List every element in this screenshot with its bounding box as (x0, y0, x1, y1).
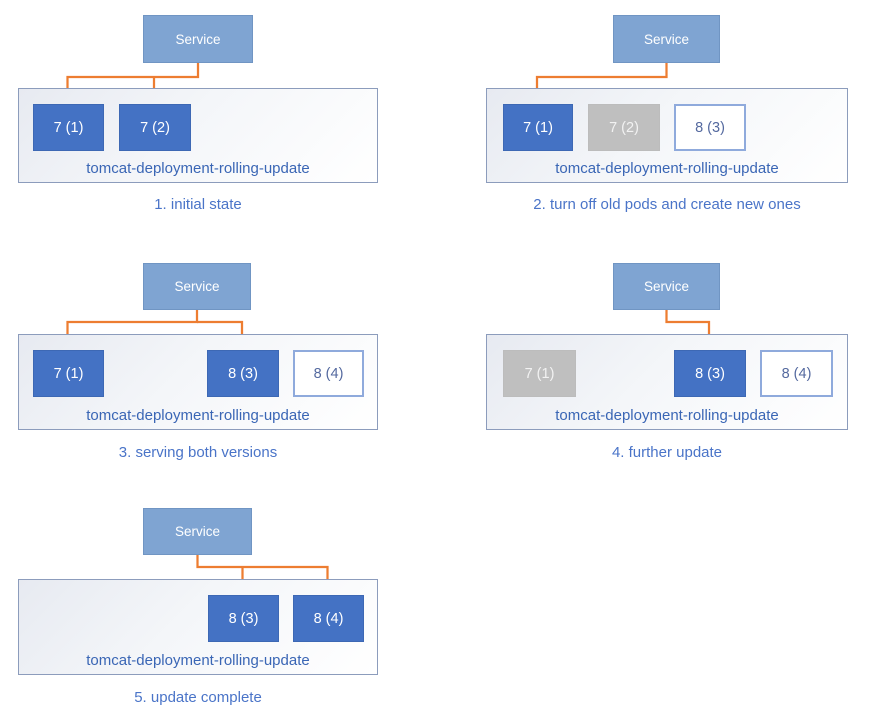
pod-label: 8 (3) (228, 365, 258, 382)
deployment-box: 8 (3) 8 (4) tomcat-deployment-rolling-up… (18, 579, 378, 675)
pod-label: 7 (2) (140, 119, 170, 136)
pod-8-3: 8 (3) (207, 350, 279, 397)
pod-label: 8 (3) (695, 119, 725, 136)
service-box: Service (613, 15, 720, 63)
panel-further-update: Service 7 (1) 8 (3) 8 (4) tomcat-deploym… (435, 240, 870, 465)
pod-label: 7 (1) (53, 365, 84, 382)
pod-label: 8 (3) (695, 365, 725, 382)
panel-caption: 5. update complete (134, 689, 262, 706)
pod-label: 8 (4) (313, 365, 344, 382)
deployment-box: 7 (1) 8 (3) 8 (4) tomcat-deployment-roll… (18, 334, 378, 430)
panel-caption: 1. initial state (154, 196, 242, 213)
service-box: Service (143, 15, 253, 63)
panel-initial-state: Service 7 (1) 7 (2) tomcat-deployment-ro… (0, 0, 435, 230)
pod-label: 8 (4) (781, 365, 812, 382)
pod-label: 7 (1) (53, 119, 84, 136)
pod-8-3: 8 (3) (674, 104, 746, 151)
panel-caption: 4. further update (611, 444, 723, 461)
pod-8-4: 8 (4) (293, 350, 364, 397)
pod-label: 8 (4) (313, 610, 344, 627)
deployment-label: tomcat-deployment-rolling-update (86, 652, 310, 669)
panel-caption: 2. turn off old pods and create new ones (533, 196, 801, 213)
pod-label: 7 (1) (523, 119, 553, 136)
pod-8-3: 8 (3) (674, 350, 746, 397)
service-box: Service (143, 263, 251, 310)
panel-serving-both-versions: Service 7 (1) 8 (3) 8 (4) tomcat-deploym… (0, 240, 435, 465)
pod-label: 7 (1) (524, 365, 555, 382)
pod-7-1: 7 (1) (33, 350, 104, 397)
pod-8-4: 8 (4) (760, 350, 833, 397)
pod-8-3: 8 (3) (208, 595, 279, 642)
deployment-label: tomcat-deployment-rolling-update (555, 160, 779, 177)
service-box: Service (143, 508, 252, 555)
service-label: Service (174, 524, 220, 539)
pod-7-1: 7 (1) (503, 104, 573, 151)
service-label: Service (643, 279, 689, 294)
pod-7-2: 7 (2) (119, 104, 191, 151)
deployment-label: tomcat-deployment-rolling-update (86, 160, 310, 177)
deployment-box: 7 (1) 7 (2) tomcat-deployment-rolling-up… (18, 88, 378, 183)
panel-caption: 3. serving both versions (118, 444, 278, 461)
deployment-box: 7 (1) 8 (3) 8 (4) tomcat-deployment-roll… (486, 334, 848, 430)
pod-label: 8 (3) (228, 610, 259, 627)
pod-7-2: 7 (2) (588, 104, 660, 151)
pod-label: 7 (2) (609, 119, 639, 136)
pod-7-1: 7 (1) (503, 350, 576, 397)
panel-turn-off-old-pods: Service 7 (1) 7 (2) 8 (3) tomcat-deploym… (435, 0, 870, 230)
service-label: Service (175, 31, 221, 47)
service-label: Service (643, 31, 689, 47)
deployment-label: tomcat-deployment-rolling-update (86, 407, 310, 424)
panel-update-complete: Service 8 (3) 8 (4) tomcat-deployment-ro… (0, 480, 435, 718)
deployment-label: tomcat-deployment-rolling-update (555, 407, 779, 424)
deployment-box: 7 (1) 7 (2) 8 (3) tomcat-deployment-roll… (486, 88, 848, 183)
service-label: Service (174, 279, 220, 294)
service-box: Service (613, 263, 720, 310)
pod-8-4: 8 (4) (293, 595, 364, 642)
pod-7-1: 7 (1) (33, 104, 104, 151)
